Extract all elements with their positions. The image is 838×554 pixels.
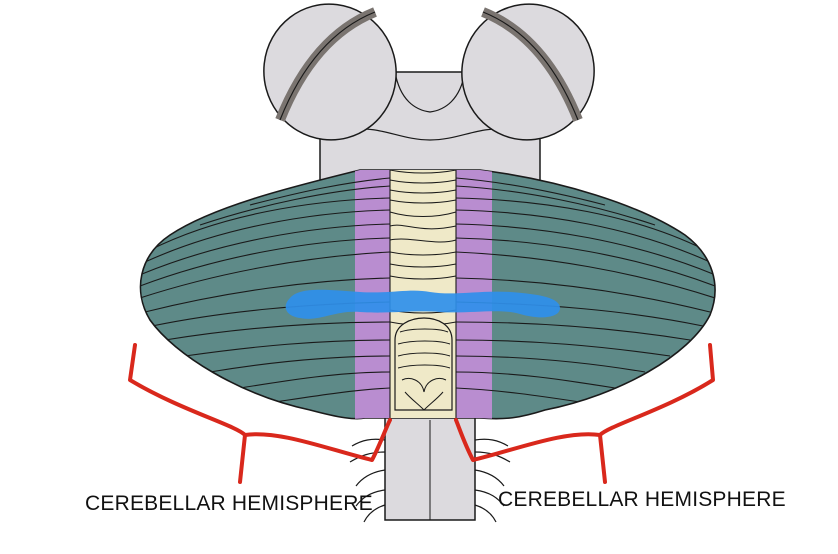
left-hemisphere-label: CEREBELLAR HEMISPHERE (85, 492, 373, 515)
right-hemisphere-label: CEREBELLAR HEMISPHERE (498, 488, 786, 511)
right-bracket (454, 343, 715, 484)
left-paravermis (355, 170, 390, 419)
primary-fissure (285, 289, 560, 319)
right-paravermis (456, 170, 492, 419)
left-bracket (128, 343, 392, 484)
brainstem (349, 409, 511, 523)
right-thalamic-lobe (461, 3, 595, 141)
cerebellum (139, 169, 716, 420)
left-thalamic-lobe (263, 3, 397, 141)
